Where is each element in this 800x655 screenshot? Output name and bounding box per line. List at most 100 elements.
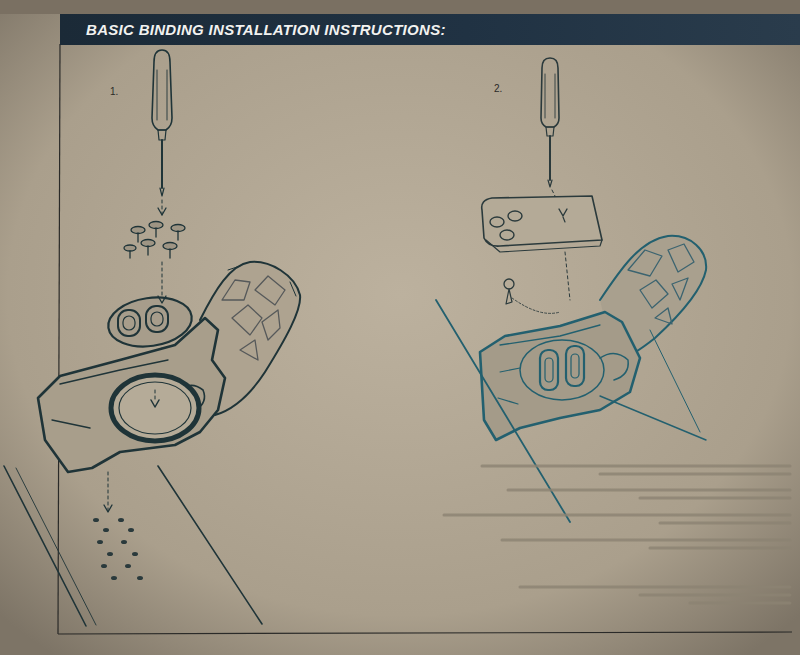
step1-figure-part [162,262,163,300]
step2-figure-part-part [512,298,560,313]
fine-print-part [640,594,790,597]
step1-figure-part [111,375,199,441]
step1-figure-part-part [97,540,103,544]
step1-figure-part-part [129,251,130,258]
card-frame-part [58,632,792,634]
step2-figure-part-part [546,127,554,136]
step-number: 1. [110,86,118,97]
step1-figure-part [108,472,109,512]
step2-figure-part-part [486,240,602,252]
step1-figure-part [160,188,164,196]
step1-figure-part-part [137,233,138,242]
card-ground-part [0,0,800,14]
step1-figure-part-part [125,564,131,568]
step2-figure-part-part [549,136,551,180]
step1-figure-part-part [121,540,127,544]
step2-figure-part-part [565,252,570,300]
fine-print-part [508,489,790,492]
step1-figure-part-part [155,228,156,237]
step1-figure-part-part [137,576,143,580]
step2-figure-part-part [545,74,555,118]
step1-figure-part-part [169,249,170,258]
step2-figure-part [571,354,579,378]
step1-figure-part [124,222,185,259]
step1-figure-part [123,316,135,330]
step1-figure-part-part [111,576,117,580]
step1-figure-part [4,466,86,626]
step2-figure-part-part [541,58,559,127]
step2-figure-part [498,368,520,404]
fine-print-part [690,602,790,605]
step1-figure-part-part [147,246,148,255]
fine-print-part [640,497,790,500]
step1-figure-part [104,505,112,512]
step-number: 2. [494,83,502,94]
step2-figure-part-part [504,279,514,289]
step2-figure [436,58,706,522]
step2-figure-part [600,396,706,440]
fine-print-part [502,539,790,542]
step1-figure-part [155,390,156,400]
step2-figure-part [600,353,628,380]
step2-figure-part-part [506,289,512,304]
step2-figure-part [480,312,640,440]
step1-figure-part-part [128,528,134,532]
step2-figure-part-part [490,217,504,227]
title-text: BASIC BINDING INSTALLATION INSTRUCTIONS: [86,21,446,38]
step2-figure-part [500,325,600,345]
step1-figure-part [158,130,166,140]
step1-figure-part [119,382,191,434]
step1-figure-part-part [124,245,136,251]
step1-figure-part [158,208,166,215]
step1-figure-part [152,50,172,130]
fine-print-part [660,522,790,525]
step1-figure-part [222,276,285,360]
step2-figure-part-part [563,217,565,222]
step1-figure-part [93,518,143,580]
step1-figure-part [151,400,159,407]
fine-print-part [444,514,790,517]
step2-figure-part [540,350,558,390]
title-bar [60,14,800,45]
step1-figure-part-part [103,528,109,532]
step2-figure-part [482,58,602,313]
fine-print-part [482,465,790,468]
step1-figure-part [158,466,262,624]
step2-figure-part-part [508,211,522,221]
step1-figure-part-part [118,518,124,522]
fine-print-part [520,586,790,589]
step2-figure-part [628,244,694,324]
fine-print-part [650,547,790,550]
step1-figure-part [146,306,168,332]
step1-figure-part [161,140,163,188]
step1-figure-part [158,296,166,303]
step2-figure-part [650,330,700,432]
step2-figure-part [520,340,604,400]
step1-figure-part-part [132,552,138,556]
step2-figure-part-part [559,209,567,216]
fine-print [444,466,790,603]
step1-figure-part [228,266,296,296]
step1-figure [4,50,300,626]
step1-figure-part-part [101,564,107,568]
step1-figure-part-part [107,552,113,556]
step2-figure-part-part [500,230,514,240]
step1-figure-part [16,468,96,625]
step2-figure-part [545,358,553,382]
step1-figure-part-part [177,231,178,240]
step1-figure-part [38,318,225,472]
fine-print-part [600,473,790,476]
step1-figure-part [157,70,167,120]
step1-figure-part [118,310,140,336]
step1-figure-part-part [93,518,99,522]
step2-figure-part-part [482,196,602,246]
card-frame [58,44,792,634]
card-frame-part [58,44,60,634]
step1-figure-part [151,312,163,326]
step2-figure-part [566,346,584,386]
step2-figure-part-part [548,180,552,187]
